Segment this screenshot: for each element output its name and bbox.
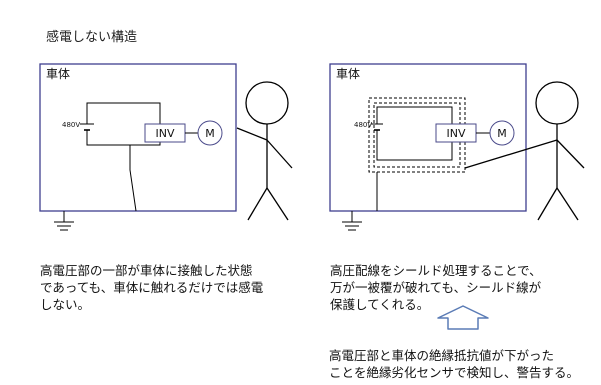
left-person-figure: [236, 81, 293, 221]
right-voltage-label: 480V: [354, 121, 372, 129]
left-panel: 車体 480V INV M: [39, 63, 293, 231]
right-inverter-label: INV: [447, 127, 466, 140]
left-inverter-label: INV: [156, 127, 175, 140]
left-fault-contact-wire: [129, 145, 137, 212]
sensor-note: 高電圧部と車体の絶縁抵抗値が下がった ことを絶縁劣化センサで検知し、警告する。: [329, 347, 579, 381]
right-caption-line: 万が一被覆が破れても、シールド線が: [330, 280, 542, 295]
sensor-note-line: 高電圧部と車体の絶縁抵抗値が下がった: [329, 348, 555, 363]
left-caption-line: しない。: [40, 297, 91, 312]
left-body-label: 車体: [46, 67, 70, 81]
right-caption: 高圧配線をシールド処理することで、 万が一被覆が破れても、シールド線が 保護して…: [330, 262, 542, 313]
left-motor-circle: [197, 120, 223, 146]
left-wire-bottom: [86, 130, 161, 146]
right-caption-line: 高圧配線をシールド処理することで、: [330, 263, 542, 278]
left-vehicle-body-frame: [39, 63, 237, 212]
right-motor-label: M: [497, 127, 507, 140]
right-panel: 車体 480V INV M: [329, 63, 585, 231]
left-wire-top: [86, 102, 161, 124]
right-body-label: 車体: [336, 67, 360, 81]
right-vehicle-body-frame: [329, 63, 527, 212]
right-motor-circle: [489, 120, 515, 146]
right-wire-bottom: [376, 130, 453, 161]
right-person-figure: [464, 81, 585, 221]
right-wire-top: [376, 106, 453, 124]
left-caption-line: 高電圧部の一部が車体に接触した状態: [40, 263, 253, 278]
left-voltage-label: 480V: [62, 121, 80, 129]
right-caption-line: 保護してくれる。: [330, 297, 430, 312]
left-caption: 高電圧部の一部が車体に接触した状態 であっても、車体に触れるだけでは感電 しない…: [40, 262, 263, 313]
sensor-note-line: ことを絶縁劣化センサで検知し、警告する。: [329, 365, 580, 380]
up-arrow-icon: [437, 305, 489, 330]
left-caption-line: であっても、車体に触れるだけでは感電: [40, 280, 264, 295]
page-title: 感電しない構造: [46, 30, 138, 45]
left-motor-label: M: [205, 127, 215, 140]
